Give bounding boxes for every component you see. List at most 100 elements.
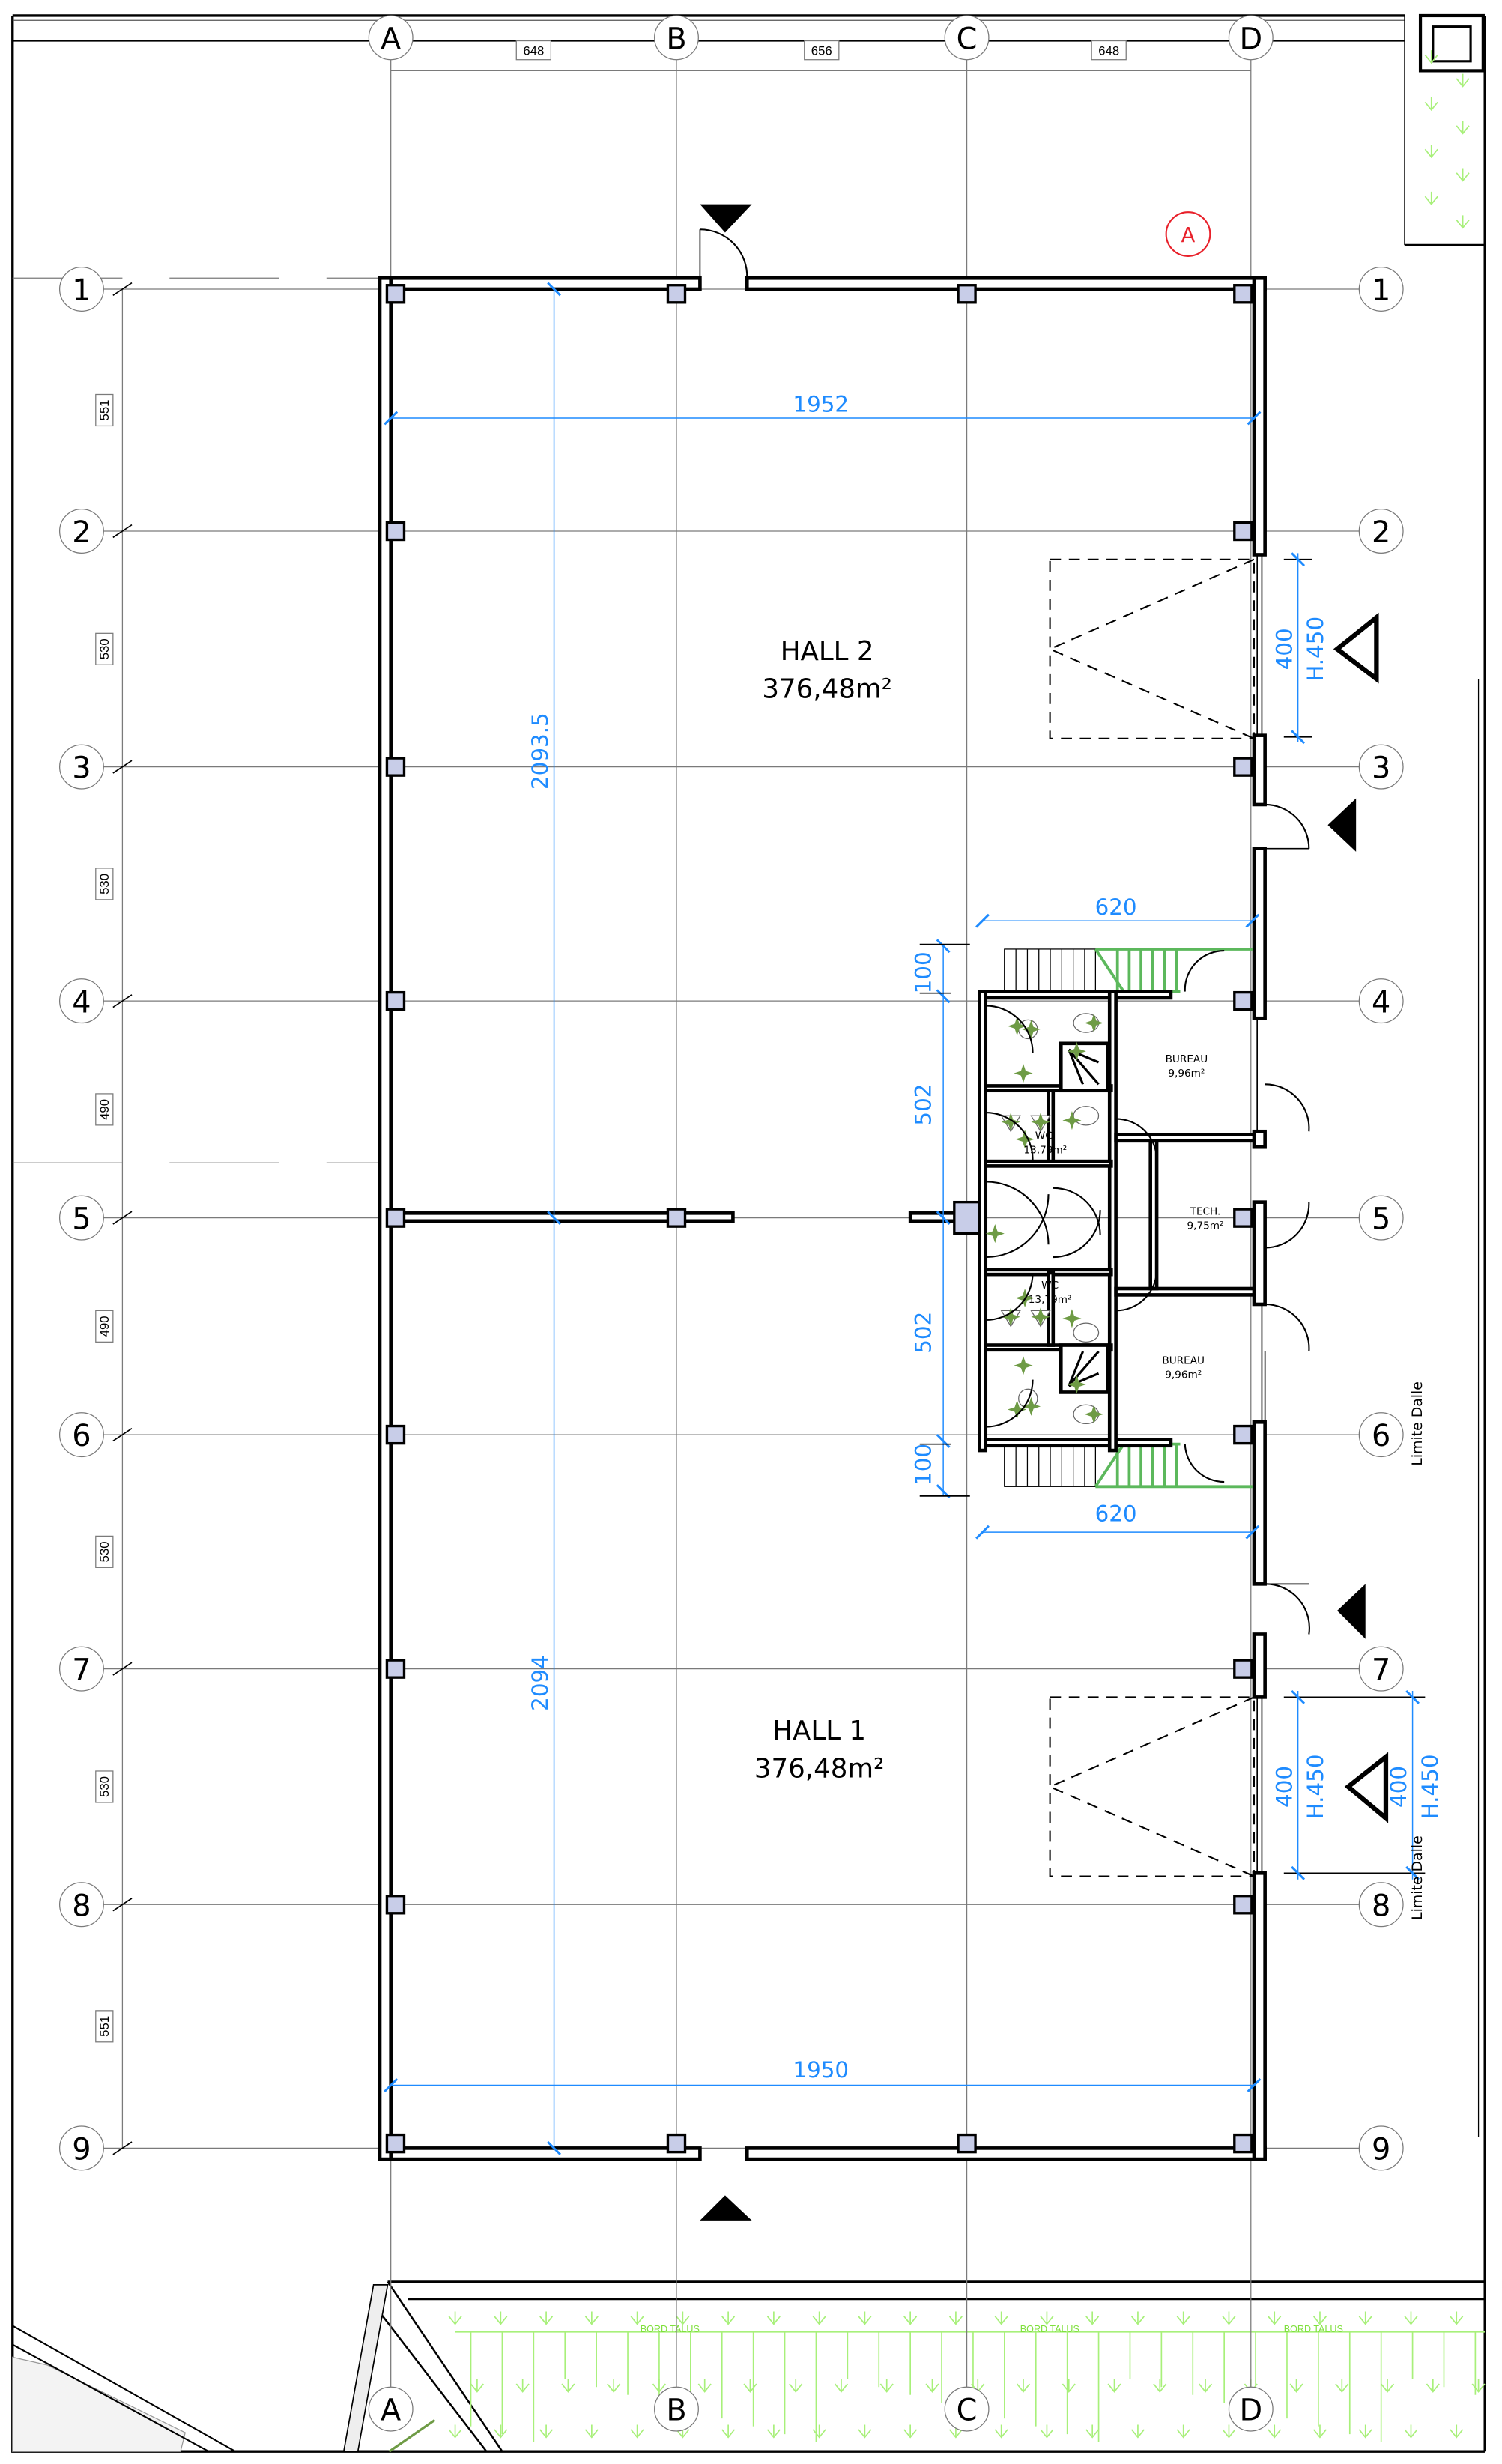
light-fixture-icon [1021, 1020, 1041, 1039]
row-spacing-box [95, 1535, 114, 1568]
light-fixture-icon [1062, 1110, 1082, 1130]
grid-bubble-row: 1 [58, 266, 104, 312]
row-spacing-label: 490 [97, 1316, 112, 1337]
column-spacing-label: 648 [523, 44, 544, 58]
dim-dock-top-width: 400 [1271, 628, 1297, 670]
slope-arrow-icon [1130, 2311, 1145, 2325]
dim-hall1-length: 2094 [527, 1655, 553, 1711]
dim-hall2-length: 2093.5 [527, 712, 553, 790]
row-spacing-box [95, 1093, 114, 1126]
slope-arrow-icon [789, 2379, 803, 2393]
light-fixture-icon [1008, 1399, 1027, 1420]
room-area-bureau-top: 9,96m² [1168, 1068, 1205, 1080]
slope-arrow-icon [1456, 215, 1470, 229]
grid-bubble-label: 6 [72, 1419, 91, 1453]
row-spacing-label: 530 [97, 1776, 112, 1797]
room-name-hall-2: HALL 2 [781, 636, 874, 667]
structural-columns [385, 284, 1253, 2154]
room-name-tech: TECH. [1190, 1205, 1221, 1217]
slope-arrow-icon [1268, 2311, 1282, 2325]
room-name-bureau-bottom: BUREAU [1162, 1355, 1205, 1367]
light-fixture-icon [1031, 1307, 1050, 1327]
column-spacing-label: 648 [1098, 44, 1119, 58]
light-fixture-icon [1031, 1113, 1050, 1132]
grid-bubble-column: D [1228, 2386, 1274, 2432]
bord-talus-label: BORD TALUS [641, 2324, 700, 2334]
grid-bubble-row: 3 [1358, 744, 1404, 790]
entrances [699, 204, 1366, 2221]
slope-arrow-icon [766, 2424, 781, 2439]
entrance-arrow-icon [1327, 798, 1357, 852]
structural-column [1233, 990, 1253, 1011]
grid-bubble-label: 3 [1372, 751, 1390, 786]
slope-arrow-icon [1312, 2424, 1327, 2439]
toilet-fixture [1073, 1322, 1100, 1343]
grid-bubble-column: A [368, 15, 414, 61]
row-spacing-label: 530 [97, 638, 112, 659]
dimension-lines: 1952 1950 2093.5 2094 620 620 100 502 50… [384, 282, 1443, 2155]
row-spacing-box [95, 1770, 114, 1803]
grid-bubble-row: 9 [58, 2125, 104, 2171]
slab-limit-labels: Limite Dalle Limite Dalle [1409, 1381, 1426, 1920]
slope-arrow-icon [721, 2424, 736, 2439]
slope-arrow-icon [448, 2424, 462, 2439]
light-fixture-icon [985, 1224, 1005, 1244]
section-marker-label: A [1181, 224, 1196, 247]
door-swing [700, 228, 748, 279]
slope-arrow-icon [858, 2424, 872, 2439]
slope-arrow-icon [1016, 2379, 1031, 2393]
structural-column [385, 757, 406, 777]
slope-arrow-icon [630, 2311, 644, 2325]
grid-bubble-label: D [1239, 2394, 1262, 2428]
slope-arrow-icon [676, 2311, 690, 2325]
grid-bubble-label: 1 [1372, 273, 1390, 308]
row-spacing-box [95, 1310, 114, 1343]
dim-stair-depth-top: 100 [910, 951, 936, 993]
row-spacing-box [95, 868, 114, 900]
grid-bubble-row: 9 [1358, 2125, 1404, 2171]
dim-tick [112, 282, 133, 297]
structural-column [385, 1895, 406, 1915]
slope-arrow-icon [743, 2379, 757, 2393]
slope-arrow-icon [1107, 2379, 1121, 2393]
grid-bubble-label: 2 [1372, 515, 1390, 550]
dim-tick [112, 1211, 133, 1225]
structural-column [1233, 284, 1253, 304]
slope-arrow-icon [1381, 2379, 1395, 2393]
slope-arrow-icon [1424, 50, 1438, 64]
structural-column [957, 2133, 977, 2154]
slope-arrow-icon [721, 2311, 736, 2325]
structural-column [1233, 757, 1253, 777]
dim-stair-depth-bottom: 100 [910, 1444, 936, 1486]
dim-office-width-top: 620 [1095, 895, 1137, 920]
structural-column [666, 2133, 687, 2154]
grid-bubble-row: 4 [1358, 978, 1404, 1024]
structural-column [957, 284, 977, 304]
grid-bubble-column: B [654, 15, 699, 61]
light-fixture-icon [1001, 1113, 1020, 1132]
slope-arrow-icon [1456, 121, 1470, 135]
grid-bubble-row: 7 [58, 1646, 104, 1692]
slope-arrow-icon [1424, 144, 1438, 159]
grid-bubble-row: 2 [1358, 508, 1404, 554]
section-marker: A [1165, 211, 1211, 257]
stair-top [1004, 948, 1253, 993]
room-name-wc-bottom: WC [1041, 1280, 1059, 1292]
slope-arrow-icon [834, 2379, 849, 2393]
row-spacing-box [95, 632, 114, 665]
slope-arrow-icon [697, 2379, 712, 2393]
building-outline [378, 276, 1267, 2161]
grid-bubble-label: 7 [1372, 1653, 1390, 1688]
entrance-arrow-icon [700, 2195, 752, 2221]
talus-slope-arrows [448, 50, 1486, 2442]
slope-arrow-icon [1130, 2424, 1145, 2439]
slope-arrow-icon [925, 2379, 939, 2393]
light-fixture-icon [1014, 1064, 1033, 1083]
slope-arrow-icon [1456, 73, 1470, 88]
structural-column [666, 284, 687, 304]
dim-dock-bottom-height: H.450 [1303, 1754, 1328, 1819]
slope-arrow-icon [1085, 2424, 1100, 2439]
dim-tick [112, 524, 133, 539]
dim-tick [112, 760, 133, 774]
